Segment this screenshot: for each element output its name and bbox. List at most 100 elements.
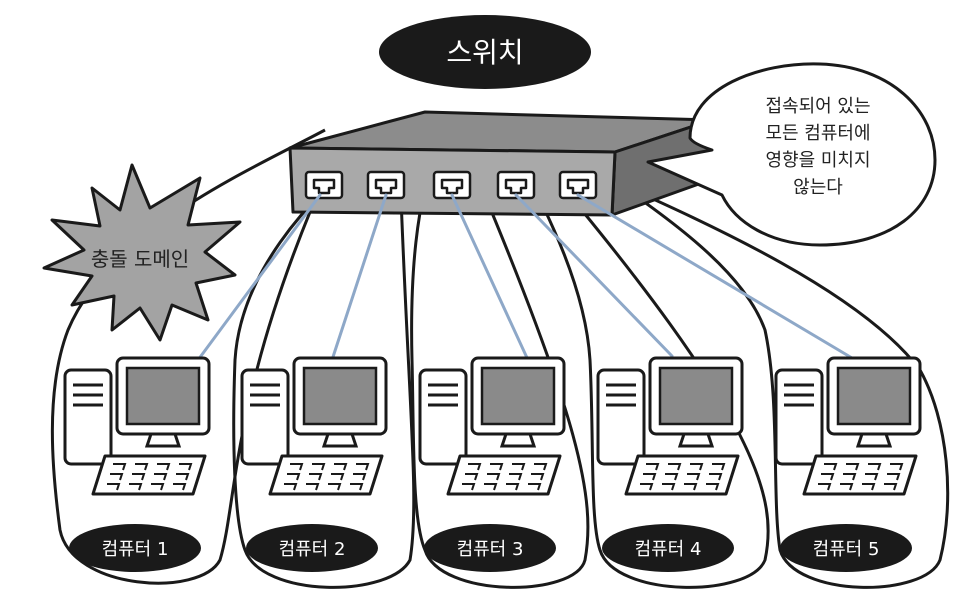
keyboard-key [709, 473, 723, 481]
monitor-stand [321, 432, 359, 448]
domain-loop-3 [410, 139, 590, 589]
keyboard-key [509, 473, 523, 481]
monitor-stand [499, 432, 537, 448]
keyboard-key [512, 463, 526, 471]
cable-2 [330, 193, 388, 362]
monitor-screen [302, 366, 378, 426]
keyboard-key [528, 483, 542, 491]
keyboard-key [690, 463, 704, 471]
keyboard-key [487, 473, 501, 481]
keyboard-key [890, 463, 904, 471]
collision-domain-label: 충돌 도메인 [91, 247, 189, 271]
collision-domain-loops [50, 128, 950, 589]
collision-domain-burst: 충돌 도메인 [42, 163, 242, 342]
cables [196, 193, 854, 362]
keyboard-key [840, 483, 854, 491]
monitor-screen [658, 366, 734, 426]
keyboard-key [331, 473, 345, 481]
port-1 [304, 170, 344, 200]
keyboard-key [862, 483, 876, 491]
keyboard-key [484, 483, 498, 491]
keyboard-key [465, 473, 479, 481]
note-bubble: 접속되어 있는 모든 컴퓨터에 영향을 미치지 않는다 [646, 62, 937, 247]
computer-label-pill [69, 524, 201, 572]
switch-ports [304, 170, 598, 200]
keyboard-key [462, 483, 476, 491]
keyboard-key [665, 473, 679, 481]
keyboard-key [350, 483, 364, 491]
monitor-screen [836, 366, 912, 426]
computer-label: 컴퓨터 1 [102, 539, 169, 560]
computer-station: 컴퓨터 1 [63, 356, 211, 572]
keyboard-key [640, 483, 654, 491]
computer-label: 컴퓨터 4 [635, 539, 702, 560]
keyboard-key [668, 463, 682, 471]
switch-title: 스위치 [446, 36, 523, 69]
switch-title-pill: 스위치 [379, 15, 591, 89]
cable-4 [514, 193, 674, 358]
keyboard-key [113, 463, 127, 471]
keyboard-key [531, 473, 545, 481]
port-2 [366, 170, 406, 200]
monitor-screen [480, 366, 556, 426]
computer-label: 컴퓨터 3 [457, 539, 524, 560]
keyboard-key [135, 463, 149, 471]
keyboard-key [662, 483, 676, 491]
monitor-stand [677, 432, 715, 448]
note-line-3: 영향을 미치지 [765, 150, 870, 171]
keyboard-key [309, 473, 323, 481]
keyboard-key [290, 463, 304, 471]
keyboard-key [884, 483, 898, 491]
keyboard-key [887, 473, 901, 481]
keyboard-key [506, 483, 520, 491]
keyboard-key [468, 463, 482, 471]
keyboard-key [712, 463, 726, 471]
keyboard-key [353, 473, 367, 481]
keyboard-key [312, 463, 326, 471]
keyboard-key [334, 463, 348, 471]
computer-station: 컴퓨터 5 [774, 356, 922, 572]
keyboard-key [824, 463, 838, 471]
computer-label: 컴퓨터 5 [813, 539, 880, 560]
domain-loop-4 [508, 139, 770, 589]
computer-label-pill [246, 524, 378, 572]
monitor-stand [144, 432, 182, 448]
keyboard-key [818, 483, 832, 491]
keyboard-key [306, 483, 320, 491]
computer-station: 컴퓨터 2 [240, 356, 388, 572]
keyboard-key [846, 463, 860, 471]
keyboard-key [107, 483, 121, 491]
computers: 컴퓨터 1 컴퓨터 2 컴퓨터 3 컴퓨터 4 컴퓨터 5 [63, 356, 922, 572]
keyboard-key [646, 463, 660, 471]
keyboard-key [157, 463, 171, 471]
keyboard-key [287, 473, 301, 481]
cable-1 [196, 193, 322, 362]
port-5 [558, 170, 598, 200]
keyboard-key [132, 473, 146, 481]
note-line-1: 접속되어 있는 [765, 96, 870, 117]
keyboard-key [154, 473, 168, 481]
keyboard-key [129, 483, 143, 491]
computer-station: 컴퓨터 3 [418, 356, 566, 572]
keyboard-key [176, 473, 190, 481]
computer-label-pill [780, 524, 912, 572]
cable-3 [450, 193, 530, 362]
keyboard-key [868, 463, 882, 471]
keyboard-key [110, 473, 124, 481]
keyboard-key [643, 473, 657, 481]
keyboard-key [151, 483, 165, 491]
keyboard-key [490, 463, 504, 471]
keyboard-key [284, 483, 298, 491]
keyboard-key [173, 483, 187, 491]
keyboard-key [706, 483, 720, 491]
computer-station: 컴퓨터 4 [596, 356, 744, 572]
cable-5 [576, 193, 854, 360]
keyboard-key [843, 473, 857, 481]
keyboard-key [821, 473, 835, 481]
port-4 [496, 170, 536, 200]
keyboard-key [179, 463, 193, 471]
note-line-4: 않는다 [793, 177, 843, 198]
note-line-2: 모든 컴퓨터에 [765, 123, 870, 144]
computer-label-pill [602, 524, 734, 572]
